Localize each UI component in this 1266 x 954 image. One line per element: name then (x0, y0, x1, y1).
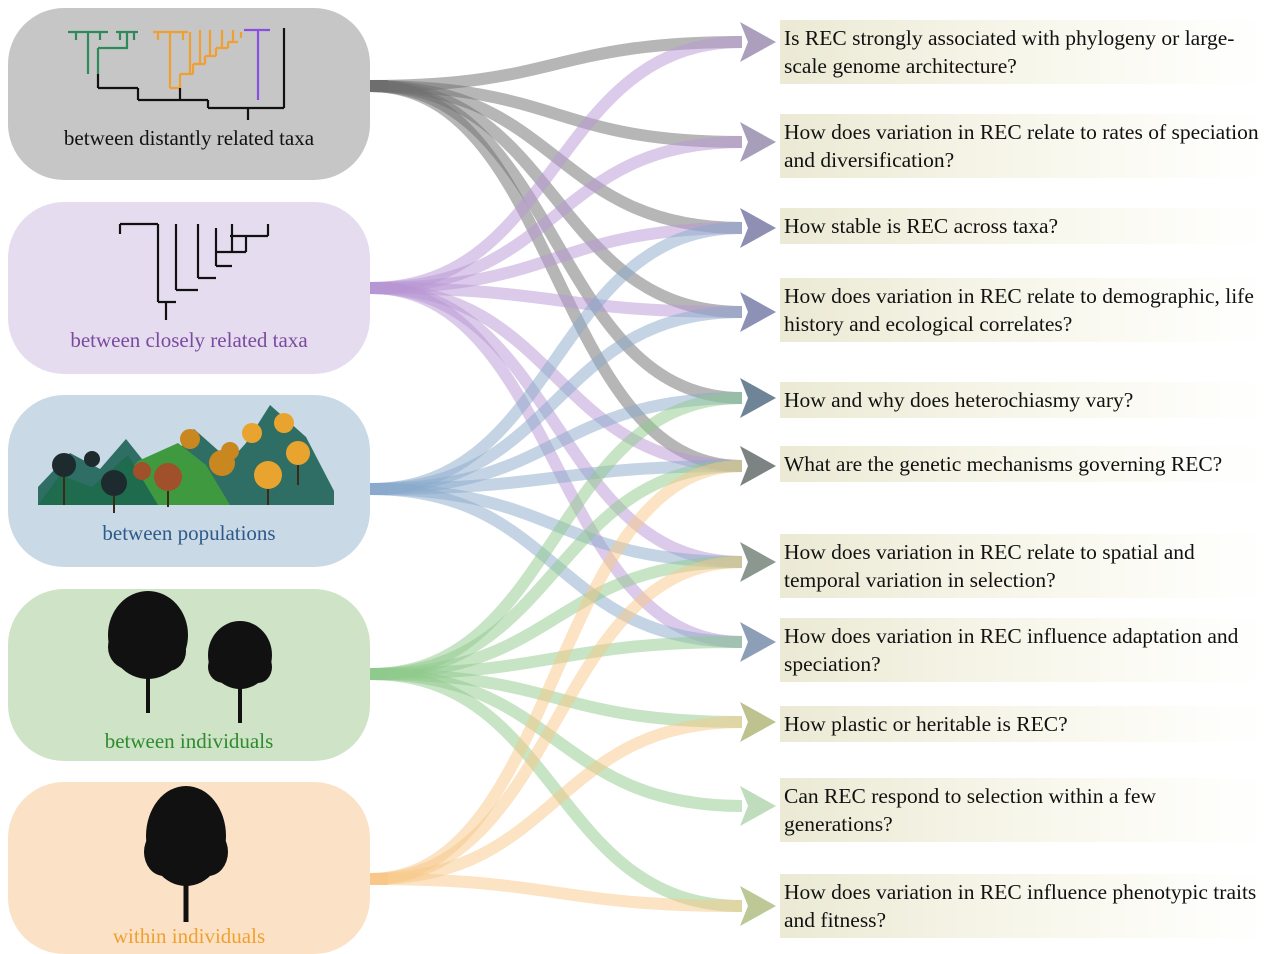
question-demographic-correlates: How does variation in REC relate to demo… (780, 278, 1266, 342)
arrowhead-icon (740, 22, 776, 62)
phylogeny-tree-icon (118, 222, 270, 320)
arrowhead-icon (740, 622, 776, 662)
arrowhead-icon (740, 446, 776, 486)
arrowhead-icon (740, 886, 776, 926)
question-stability-across-taxa: How stable is REC across taxa? (780, 208, 1266, 244)
single-tree-icon (144, 786, 228, 922)
level-label-individuals: between individuals (104, 729, 274, 753)
flow-ribbon (369, 282, 743, 648)
question-phenotypic-traits: How does variation in REC influence phen… (780, 874, 1266, 938)
level-label-close-taxa: between closely related taxa (70, 328, 308, 352)
flow-source-stub (366, 282, 388, 294)
level-box-individuals: between individuals (8, 589, 370, 761)
flow-source-stub (366, 668, 388, 680)
flow-source-stub (366, 873, 388, 885)
question-phylogeny-genome: Is REC strongly associated with phylogen… (780, 20, 1266, 84)
arrowhead-icon (740, 786, 776, 826)
question-spatial-temporal-selection: How does variation in REC relate to spat… (780, 534, 1266, 598)
question-genetic-mechanisms: What are the genetic mechanisms governin… (780, 446, 1266, 482)
flow-ribbon (369, 80, 743, 472)
flow-ribbon (369, 873, 743, 912)
arrowhead-icon (740, 292, 776, 332)
arrowhead-icon (740, 702, 776, 742)
arrowhead-icon (740, 122, 776, 162)
question-respond-to-selection: Can REC respond to selection within a fe… (780, 778, 1266, 842)
flow-source-stub (366, 80, 388, 92)
question-speciation-diversification: How does variation in REC relate to rate… (780, 114, 1266, 178)
question-adaptation-speciation: How does variation in REC influence adap… (780, 618, 1266, 682)
arrowhead-icon (740, 208, 776, 248)
arrowhead-icon (740, 542, 776, 582)
level-label-distant-taxa: between distantly related taxa (63, 126, 315, 150)
flow-ribbon (369, 668, 743, 912)
forest-mountains-icon (38, 405, 334, 513)
flow-source-stub (366, 483, 388, 495)
arrowhead-icon (740, 378, 776, 418)
level-box-distant-taxa: between distantly related taxa (8, 8, 370, 180)
two-trees-icon (108, 591, 272, 723)
question-plastic-heritable: How plastic or heritable is REC? (780, 706, 1266, 742)
level-box-close-taxa: between closely related taxa (8, 202, 370, 374)
phylogeny-tree-icon (68, 28, 286, 120)
question-heterochiasmy: How and why does heterochiasmy vary? (780, 382, 1266, 418)
level-box-populations: between populations (8, 395, 370, 567)
level-label-within-individuals: within individuals (112, 924, 266, 948)
flow-ribbon (369, 556, 743, 885)
level-box-within-individuals: within individuals (8, 782, 370, 954)
flow-ribbon (369, 716, 743, 885)
flow-ribbon (369, 282, 743, 318)
level-label-populations: between populations (102, 521, 276, 545)
